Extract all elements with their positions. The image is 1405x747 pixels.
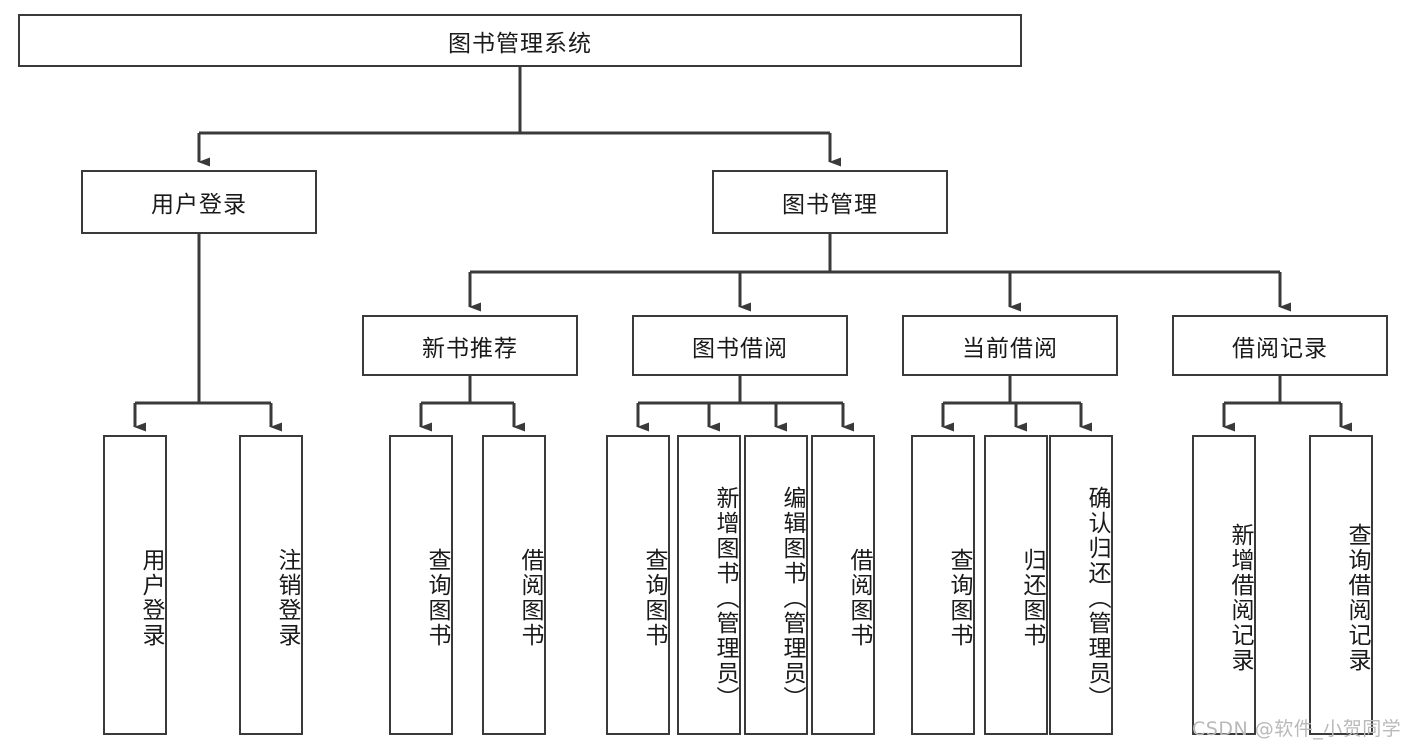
node-label: 确认归还（管理员）	[1084, 485, 1110, 711]
leaf-add-book-admin[interactable]: 新增图书（管理员）	[677, 435, 741, 735]
leaf-logout[interactable]: 注销登录	[239, 435, 303, 735]
node-label: 借阅图书	[846, 548, 872, 648]
node-label: 借阅图书	[517, 548, 543, 648]
leaf-query-borrow-record[interactable]: 查询借阅记录	[1309, 435, 1373, 735]
node-current-borrow[interactable]: 当前借阅	[902, 315, 1118, 376]
node-label: 用户登录	[151, 192, 247, 218]
node-book-management[interactable]: 图书管理	[712, 170, 948, 234]
leaf-query-books-recommend[interactable]: 查询图书	[389, 435, 453, 735]
node-label: 图书管理系统	[448, 30, 592, 57]
node-label: 查询图书	[424, 548, 450, 648]
node-new-book-recommend[interactable]: 新书推荐	[362, 315, 578, 376]
node-label: 注销登录	[274, 548, 300, 648]
node-label: 查询图书	[946, 548, 972, 648]
leaf-add-borrow-record[interactable]: 新增借阅记录	[1192, 435, 1256, 735]
leaf-edit-book-admin[interactable]: 编辑图书（管理员）	[744, 435, 808, 735]
csdn-watermark: CSDN @软件_小贺同学	[1192, 718, 1402, 740]
leaf-return-books[interactable]: 归还图书	[984, 435, 1048, 735]
node-label: 当前借阅	[962, 335, 1058, 362]
node-label: 新书推荐	[422, 335, 518, 362]
node-label: 查询借阅记录	[1344, 523, 1370, 673]
leaf-borrow-books[interactable]: 借阅图书	[811, 435, 875, 735]
node-label: 归还图书	[1019, 548, 1045, 648]
leaf-query-books-current[interactable]: 查询图书	[911, 435, 975, 735]
leaf-user-login[interactable]: 用户登录	[103, 435, 167, 735]
node-label: 查询图书	[641, 548, 667, 648]
node-root-system[interactable]: 图书管理系统	[18, 14, 1022, 67]
leaf-query-books-borrow[interactable]: 查询图书	[606, 435, 670, 735]
leaf-confirm-return-admin[interactable]: 确认归还（管理员）	[1049, 435, 1113, 735]
node-label: 编辑图书（管理员）	[779, 485, 805, 711]
node-label: 新增借阅记录	[1227, 523, 1253, 673]
node-label: 图书管理	[782, 192, 878, 218]
node-label: 新增图书（管理员）	[712, 485, 738, 711]
node-label: 用户登录	[138, 548, 164, 648]
node-label: 图书借阅	[692, 335, 788, 362]
node-borrow-record[interactable]: 借阅记录	[1172, 315, 1388, 376]
node-label: 借阅记录	[1232, 335, 1328, 362]
leaf-borrow-books-recommend[interactable]: 借阅图书	[482, 435, 546, 735]
node-user-login[interactable]: 用户登录	[81, 170, 317, 234]
node-book-borrow[interactable]: 图书借阅	[632, 315, 848, 376]
